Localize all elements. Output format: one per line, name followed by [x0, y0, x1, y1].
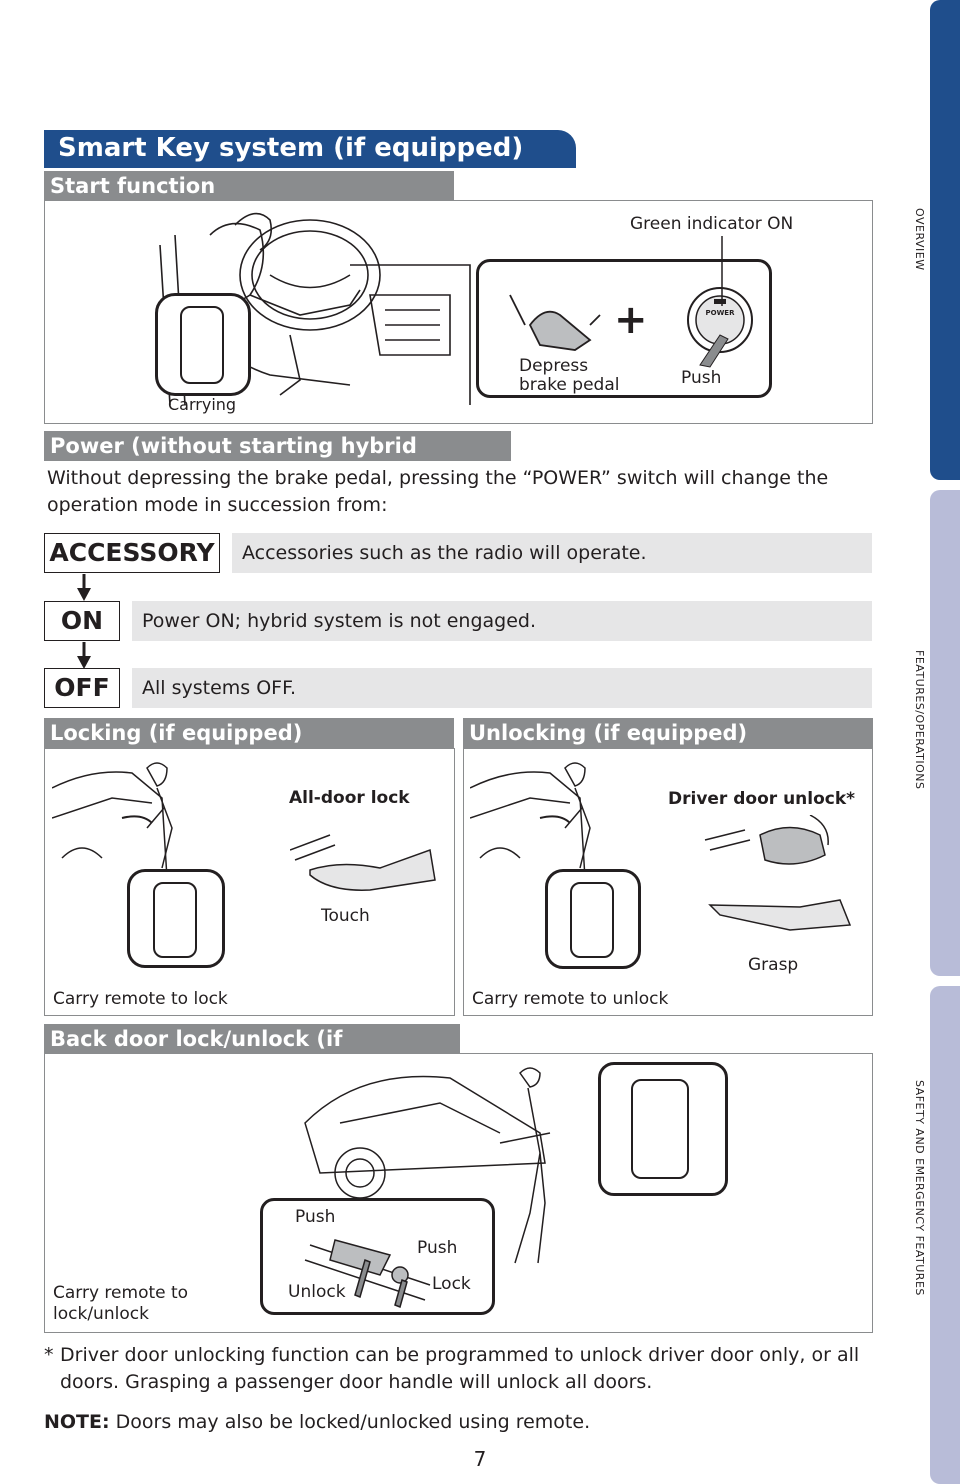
remote-bubble-start — [155, 293, 251, 396]
page-number: 7 — [473, 1447, 487, 1471]
carrying-label: Carrying — [168, 395, 237, 414]
car-door-illustration — [470, 762, 591, 879]
mode-accessory: ACCESSORY — [44, 533, 220, 573]
side-label-safety: SAFETY AND EMERGENCY FEATURES — [913, 1080, 926, 1296]
side-label-overview: OVERVIEW — [913, 208, 926, 271]
backdoor-heading: Back door lock/unlock (if equipped) — [44, 1024, 460, 1079]
mode-off: OFF — [44, 668, 120, 708]
touch-label: Touch — [321, 906, 370, 926]
depress-label-2: brake pedal — [519, 375, 620, 395]
hand-grasp-icon — [704, 815, 852, 931]
side-tab-overview — [930, 0, 960, 480]
carry-remote-backdoor-label-2: lock/unlock — [53, 1304, 149, 1324]
push-label-1: Push — [295, 1207, 336, 1227]
key-fob-icon — [631, 1079, 689, 1179]
remote-bubble-lock — [127, 869, 225, 968]
remote-bubble-unlock — [545, 869, 641, 969]
power-switch-text: POWER — [706, 309, 736, 317]
unlock-label: Unlock — [288, 1282, 346, 1302]
mode-off-desc: All systems OFF. — [132, 668, 872, 708]
key-fob-icon — [180, 306, 224, 384]
remote-bubble-backdoor — [598, 1062, 728, 1196]
side-tab-features — [930, 490, 960, 976]
mode-on-desc: Power ON; hybrid system is not engaged. — [132, 601, 872, 641]
green-indicator-label: Green indicator ON — [630, 214, 794, 234]
lock-label: Lock — [432, 1274, 471, 1294]
brake-pedal-icon — [509, 294, 601, 351]
note-label: NOTE: — [44, 1411, 110, 1433]
hand-touch-icon — [290, 834, 436, 891]
carry-remote-lock-label: Carry remote to lock — [53, 989, 228, 1009]
start-heading: Start function — [44, 171, 454, 201]
depress-label-1: Depress — [519, 356, 589, 376]
push-label-2: Push — [417, 1238, 458, 1258]
unlocking-panel — [463, 748, 873, 1016]
power-switch-icon: POWER — [687, 287, 753, 368]
driver-door-unlock-title: Driver door unlock* — [668, 789, 856, 809]
arrow-down-icon — [77, 642, 91, 669]
side-label-features: FEATURES/OPERATIONS — [913, 650, 926, 790]
carry-remote-unlock-label: Carry remote to unlock — [472, 989, 669, 1009]
indicator-line — [721, 236, 723, 306]
car-rear-illustration — [304, 1067, 551, 1264]
arrow-down-icon — [77, 574, 91, 601]
unlocking-heading: Unlocking (if equipped) — [463, 718, 873, 748]
backdoor-switch-icon — [304, 1239, 431, 1309]
key-fob-icon — [570, 882, 614, 958]
power-heading: Power (without starting hybrid system) — [44, 431, 511, 486]
note: NOTE: Doors may also be locked/unlocked … — [44, 1409, 874, 1436]
carry-remote-backdoor-label-1: Carry remote to — [53, 1283, 189, 1303]
key-fob-icon — [153, 882, 197, 958]
all-door-lock-title: All-door lock — [289, 788, 410, 808]
push-label: Push — [681, 368, 722, 388]
side-tab-safety — [930, 986, 960, 1484]
footnote: * Driver door unlocking function can be … — [44, 1342, 874, 1396]
footnote-text: Driver door unlocking function can be pr… — [60, 1344, 860, 1393]
note-text: Doors may also be locked/unlocked using … — [109, 1411, 591, 1433]
locking-heading: Locking (if equipped) — [44, 718, 454, 748]
mode-on: ON — [44, 601, 120, 641]
footnote-star: * — [44, 1344, 54, 1366]
plus-icon: + — [614, 297, 648, 343]
grasp-label: Grasp — [748, 955, 799, 975]
mode-accessory-desc: Accessories such as the radio will opera… — [232, 533, 872, 573]
page-title: Smart Key system (if equipped) — [44, 130, 576, 168]
car-door-illustration — [52, 762, 173, 879]
power-description: Without depressing the brake pedal, pres… — [47, 467, 829, 516]
